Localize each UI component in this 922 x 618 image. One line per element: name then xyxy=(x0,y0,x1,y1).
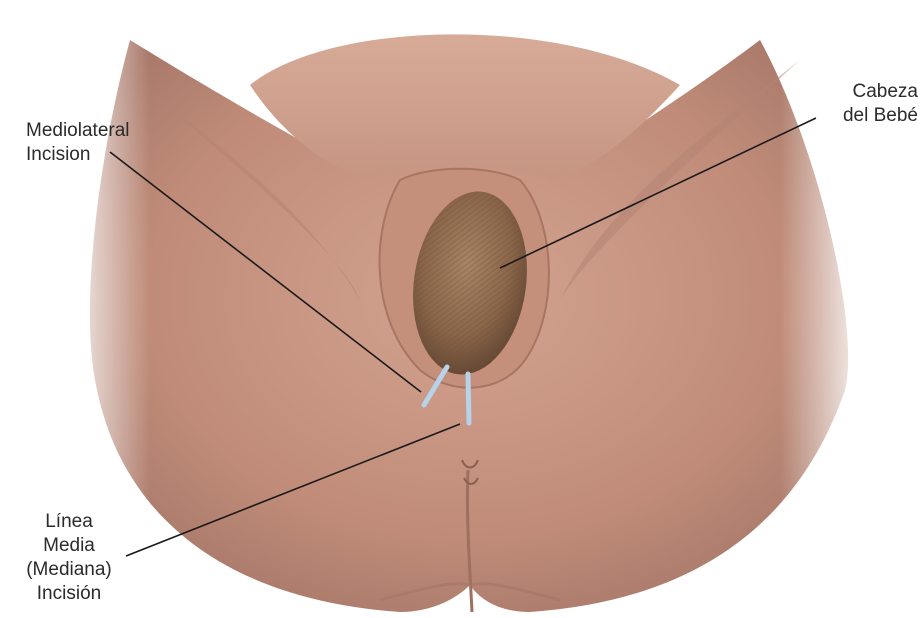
label-midline-incision: Línea Media (Mediana) Incisión xyxy=(14,510,124,606)
midline-incision xyxy=(468,374,469,423)
label-baby-head-line1: Cabeza xyxy=(808,80,918,104)
label-mediolateral-line2: Incision xyxy=(26,143,130,167)
label-midline-line3: (Mediana) xyxy=(14,558,124,582)
label-baby-head: Cabeza del Bebé xyxy=(808,80,918,128)
label-midline-line2: Media xyxy=(14,534,124,558)
label-baby-head-line2: del Bebé xyxy=(808,104,918,128)
label-mediolateral-line1: Mediolateral xyxy=(26,119,130,143)
label-midline-line4: Incisión xyxy=(14,582,124,606)
label-midline-line1: Línea xyxy=(14,510,124,534)
label-mediolateral-incision: Mediolateral Incision xyxy=(26,119,130,167)
